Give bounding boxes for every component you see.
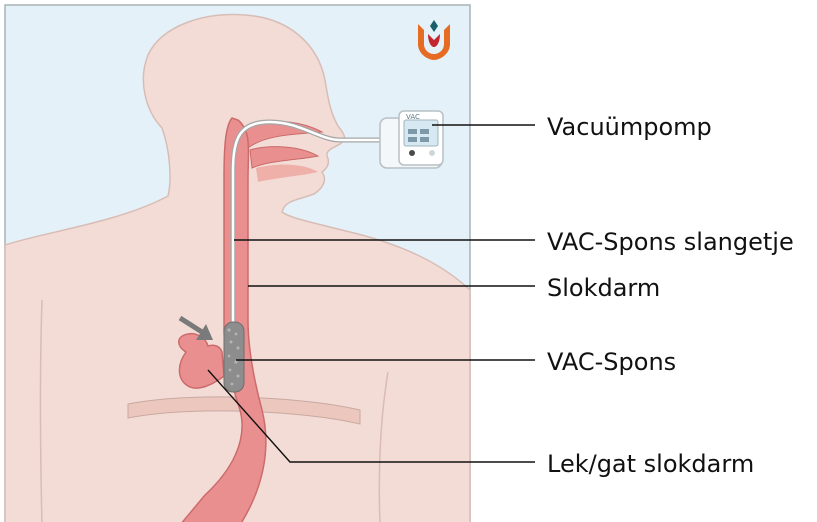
vac-sponge xyxy=(224,322,244,392)
label-vac-sponge: VAC-Spons xyxy=(547,348,676,376)
pump-device-text: VAC xyxy=(406,113,420,121)
label-vac-tube: VAC-Spons slangetje xyxy=(547,228,794,256)
label-vacuum-pump: Vacuümpomp xyxy=(547,113,712,141)
label-esophagus: Slokdarm xyxy=(547,274,660,302)
label-leak: Lek/gat slokdarm xyxy=(547,450,754,478)
